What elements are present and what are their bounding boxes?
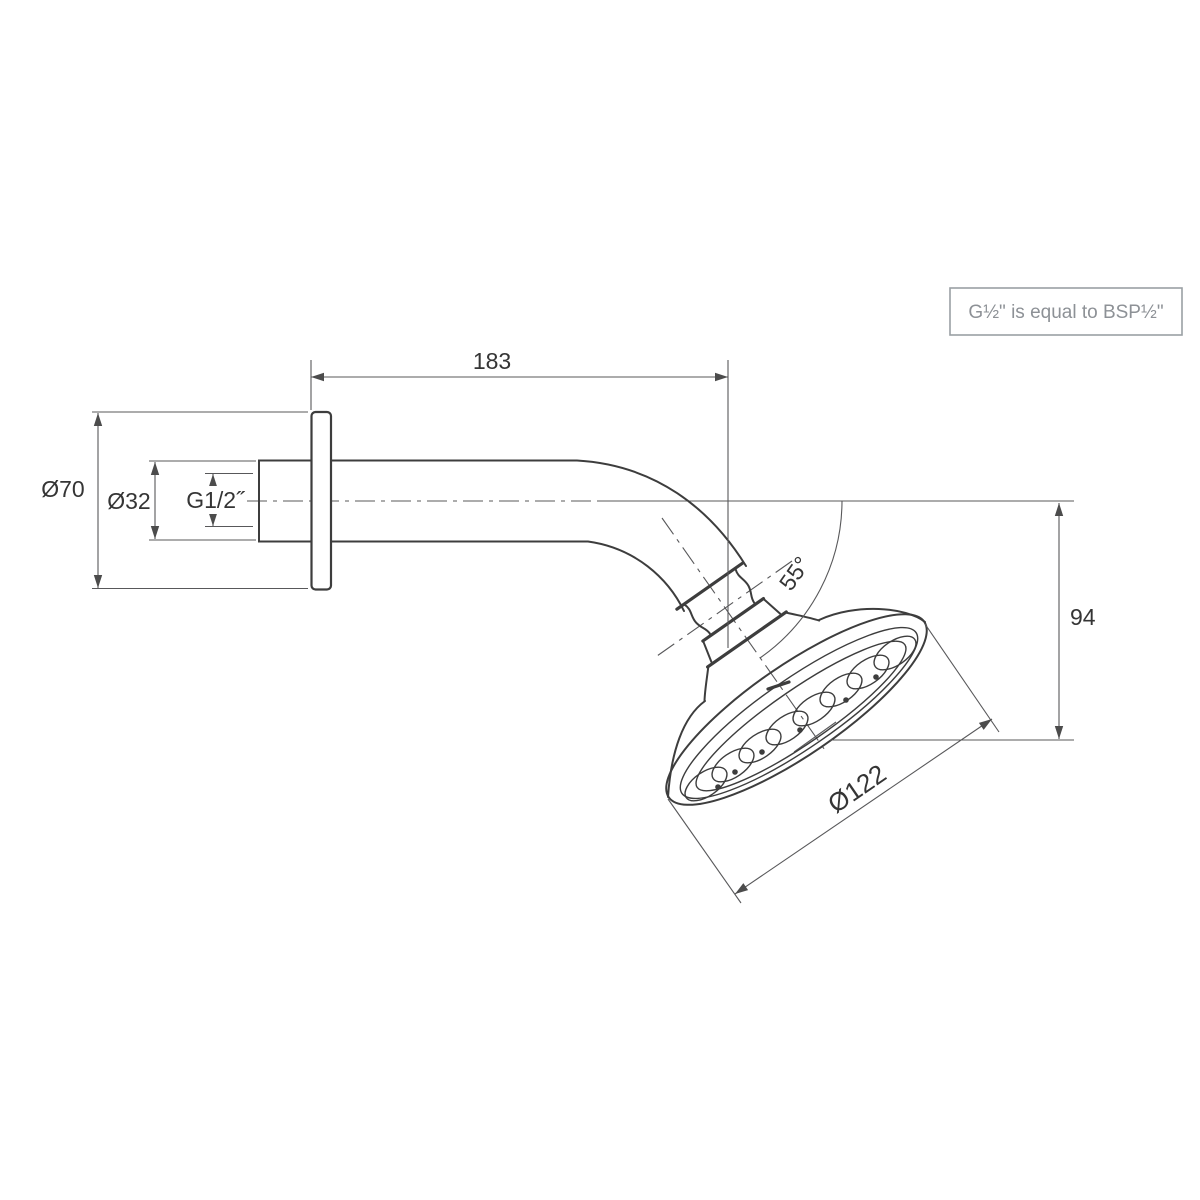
dim-line: [734, 718, 993, 895]
head-rim-ellipse: [665, 613, 928, 806]
dimension-arm-length: 183: [310, 348, 729, 648]
nozzle-dot: [797, 727, 803, 733]
wall-flange: [310, 410, 333, 591]
connector-collar-left: [702, 640, 713, 663]
arrowhead: [93, 575, 103, 588]
connector-band-b: [701, 596, 766, 643]
arrowhead: [311, 372, 324, 382]
dim-label-angle: 55°: [774, 552, 815, 595]
face-center-tick: [793, 721, 837, 753]
note-text: G½" is equal to BSP½": [968, 302, 1163, 323]
dimension-pipe-diameter: Ø32: [107, 460, 256, 541]
inclined-centerline: [661, 517, 828, 754]
arm-head-connector: [675, 561, 821, 702]
ext-line-upper: [924, 623, 1000, 733]
nozzle-dot: [873, 674, 879, 680]
nozzle-dot: [759, 749, 765, 755]
nozzle-dot: [715, 784, 721, 790]
head-spray-pattern: [684, 635, 917, 802]
connector-band-a: [675, 561, 745, 611]
ext-line-lower: [667, 798, 742, 904]
nozzle-dot: [843, 697, 849, 703]
arrowhead: [150, 526, 160, 539]
dim-label-arm-length: 183: [473, 348, 511, 374]
arrowhead: [735, 883, 749, 894]
connector-bell-right: [785, 611, 821, 622]
dim-label-pipe-diameter: Ø32: [107, 488, 150, 514]
shower-arm: [258, 410, 747, 612]
dim-label-thread: G1/2˝: [186, 487, 245, 513]
nozzle-dot: [732, 769, 738, 775]
connector-band-c: [706, 610, 788, 669]
connector-neck-right: [734, 568, 756, 604]
arrowhead: [1054, 503, 1064, 516]
arrowhead: [978, 719, 992, 730]
head-dome-tab: [766, 680, 791, 691]
note-box: G½" is equal to BSP½": [949, 287, 1183, 336]
note-box-border: [949, 287, 1183, 336]
connector-collar-right: [763, 598, 782, 615]
dimension-flange-diameter: Ø70: [41, 411, 308, 590]
centerlines: [247, 500, 1074, 754]
arrowhead: [715, 372, 728, 382]
dim-label-drop: 94: [1070, 604, 1096, 630]
connector-neck-left: [683, 603, 711, 635]
nut-perpendicular-centerline: [656, 560, 793, 657]
arrowhead: [1054, 726, 1064, 739]
dim-label-flange-diameter: Ø70: [41, 476, 84, 502]
shower-head: [665, 607, 928, 806]
dimension-thread: G1/2˝: [186, 472, 253, 528]
angle-arc: [759, 500, 843, 659]
head-face-pattern-ring: [695, 640, 907, 792]
connector-bell-left: [703, 666, 710, 702]
arrowhead: [209, 514, 217, 526]
arrowhead: [150, 462, 160, 475]
dim-label-head-diameter: Ø122: [822, 758, 891, 819]
arm-inner-edge: [330, 540, 685, 612]
arm-outer-edge: [330, 459, 747, 567]
dimension-drop-height: 94: [830, 503, 1096, 741]
arrowhead: [93, 413, 103, 426]
head-dome-left-edge: [667, 700, 706, 798]
pipe-tail-outline: [258, 459, 312, 543]
dimension-angle: 55°: [759, 500, 843, 659]
head-face-inner-ellipse: [679, 626, 919, 800]
arrowhead: [209, 474, 217, 486]
